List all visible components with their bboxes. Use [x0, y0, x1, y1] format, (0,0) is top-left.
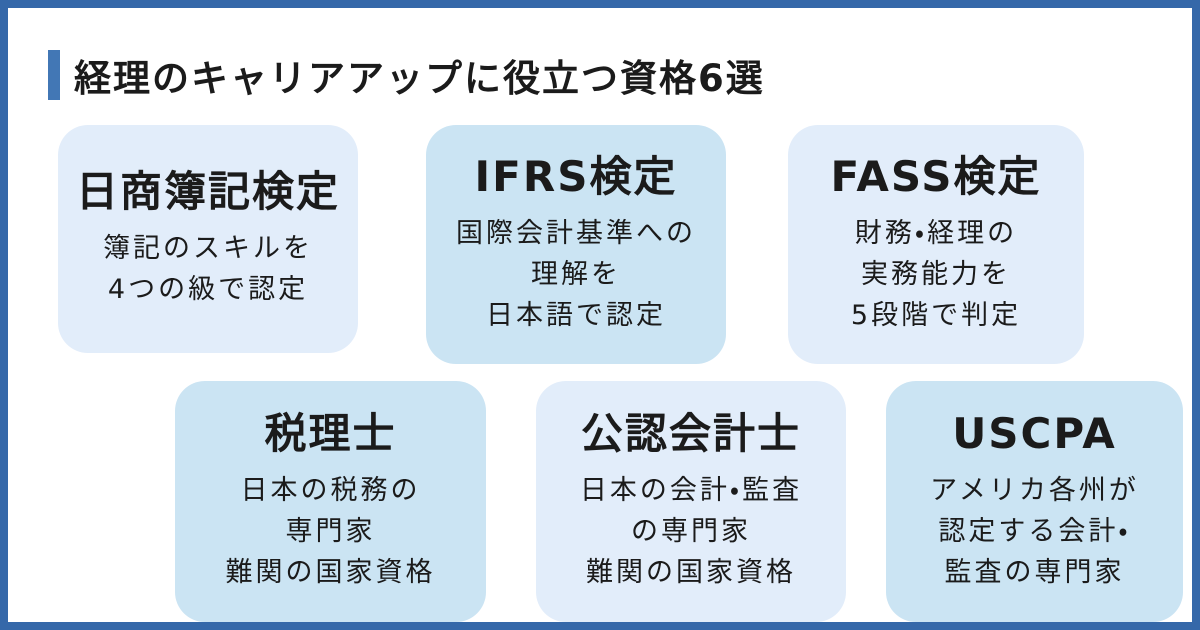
card-description: 国際会計基準への 理解を 日本語で認定 [456, 213, 696, 336]
card-title: USCPA [952, 408, 1117, 458]
card-konin-kaikeishi: 公認会計士 日本の会計・監査 の専門家 難関の国家資格 [536, 381, 846, 622]
card-description-line: 4つの級で認定 [107, 274, 309, 306]
card-fass-kentei: FASS検定 財務・経理の 実務能力を 5段階で判定 [788, 125, 1084, 364]
title-accent-bar [48, 50, 60, 100]
card-description-line: 認定する会計・ [938, 516, 1131, 548]
card-description: 財務・経理の 実務能力を 5段階で判定 [851, 213, 1021, 336]
card-description: 日本の会計・監査 の専門家 難関の国家資格 [580, 470, 802, 593]
card-description-line: 日本語で認定 [486, 300, 666, 332]
card-description-line: 監査の専門家 [944, 557, 1125, 589]
card-description-line: 理解を [531, 259, 621, 291]
card-ifrs-kentei: IFRS検定 国際会計基準への 理解を 日本語で認定 [426, 125, 726, 364]
card-description: 日本の税務の 専門家 難関の国家資格 [226, 470, 436, 593]
card-description-line: 実務能力を [861, 259, 1011, 291]
card-uscpa: USCPA アメリカ各州が 認定する会計・ 監査の専門家 [886, 381, 1183, 622]
card-title: FASS検定 [830, 151, 1042, 201]
card-zeirishi: 税理士 日本の税務の 専門家 難関の国家資格 [175, 381, 486, 622]
card-title: 税理士 [264, 408, 397, 458]
card-nissho-boki-kentei: 日商簿記検定 簿記のスキルを 4つの級で認定 [58, 125, 358, 353]
card-description-line: アメリカ各州が [930, 475, 1139, 507]
card-description-line: の専門家 [631, 516, 751, 548]
card-description-line: 簿記のスキルを [103, 233, 313, 265]
card-description-line: 財務・経理の [854, 218, 1018, 250]
card-description-line: 難関の国家資格 [225, 557, 436, 589]
card-title: IFRS検定 [474, 151, 678, 201]
card-title: 日商簿記検定 [75, 166, 340, 216]
card-description-line: 日本の税務の [240, 475, 421, 507]
card-description-line: 専門家 [285, 516, 376, 548]
card-description-line: 日本の会計・監査 [579, 475, 803, 507]
card-description-line: 難関の国家資格 [586, 557, 796, 589]
page-title: 経理のキャリアアップに役立つ資格6選 [74, 57, 765, 100]
card-description: アメリカ各州が 認定する会計・ 監査の専門家 [930, 470, 1139, 593]
header: 経理のキャリアアップに役立つ資格6選 [48, 48, 765, 102]
card-description-line: 5段階で判定 [850, 300, 1022, 332]
card-description-line: 国際会計基準への [456, 218, 696, 250]
card-description: 簿記のスキルを 4つの級で認定 [103, 228, 313, 310]
card-title: 公認会計士 [580, 408, 801, 458]
